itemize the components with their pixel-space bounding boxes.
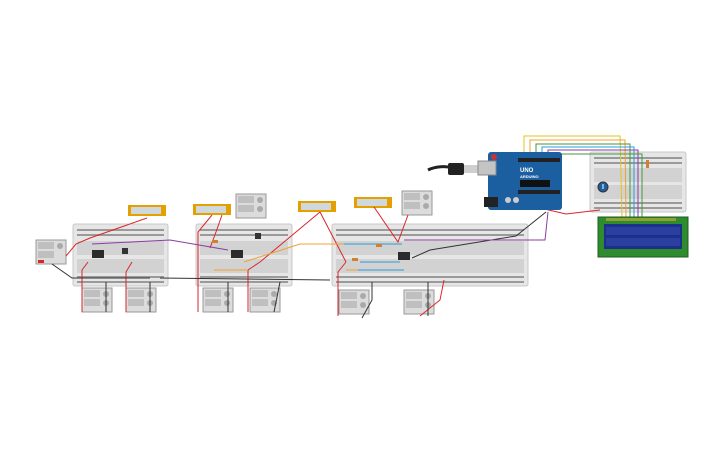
wire-black[interactable]: [361, 282, 373, 319]
breadboard-1[interactable]: [72, 223, 169, 287]
wire-orange[interactable]: [529, 139, 627, 219]
potentiometer-icon[interactable]: [597, 181, 609, 193]
wire-black[interactable]: [51, 263, 150, 279]
resistors: [212, 160, 649, 261]
arduino-uno[interactable]: UNO ARDUINO: [477, 152, 562, 210]
resistor[interactable]: [352, 258, 358, 261]
resistor[interactable]: [376, 244, 382, 247]
wires: [51, 135, 643, 319]
wire-green[interactable]: [535, 143, 631, 218]
resistor[interactable]: [646, 160, 649, 168]
wire-red[interactable]: [125, 261, 133, 312]
wire-black[interactable]: [159, 277, 331, 281]
power-supply-8[interactable]: [338, 289, 370, 315]
resistor[interactable]: [212, 240, 218, 243]
arduino-brand: ARDUINO: [520, 174, 539, 179]
transistor-2[interactable]: [255, 233, 261, 239]
wire-red[interactable]: [419, 279, 445, 317]
power-supply-2[interactable]: [81, 287, 113, 313]
wire-purple[interactable]: [404, 211, 549, 241]
power-supply-1[interactable]: [35, 239, 67, 265]
wire-green[interactable]: [554, 153, 643, 218]
wire-red[interactable]: [247, 211, 321, 312]
wire-black[interactable]: [411, 211, 547, 259]
wire-red[interactable]: [65, 217, 148, 257]
wire-black[interactable]: [273, 281, 281, 313]
meter-display-1[interactable]: [128, 205, 166, 216]
breadboard-3[interactable]: [331, 223, 529, 287]
wire-purple[interactable]: [91, 239, 229, 251]
ic-chip-3[interactable]: [398, 252, 410, 260]
transistor-1[interactable]: [122, 248, 128, 254]
wire-red[interactable]: [373, 206, 409, 244]
lcd-16x2[interactable]: [597, 216, 689, 258]
ic-chip-2[interactable]: [231, 250, 243, 258]
ic-chip-1[interactable]: [92, 250, 104, 258]
power-supply-3[interactable]: [125, 287, 157, 313]
wire-red[interactable]: [197, 214, 213, 312]
wire-red[interactable]: [337, 261, 347, 316]
wire-purple[interactable]: [547, 149, 639, 218]
power-supply-6[interactable]: [249, 287, 281, 313]
wire-yellow[interactable]: [523, 135, 623, 219]
usb-cable-icon[interactable]: [427, 163, 478, 175]
power-supply-7[interactable]: [401, 190, 433, 216]
wire-red[interactable]: [81, 261, 89, 312]
wire-red[interactable]: [319, 211, 347, 263]
arduino-logo: UNO: [520, 168, 534, 174]
meter-display-4[interactable]: [354, 197, 392, 208]
power-supply-9[interactable]: [403, 289, 435, 315]
meter-display-2[interactable]: [193, 204, 231, 215]
breadboard-2[interactable]: [195, 223, 293, 287]
wire-blue[interactable]: [541, 146, 635, 218]
power-supply-4[interactable]: [235, 193, 267, 219]
meter-display-3[interactable]: [298, 201, 336, 212]
